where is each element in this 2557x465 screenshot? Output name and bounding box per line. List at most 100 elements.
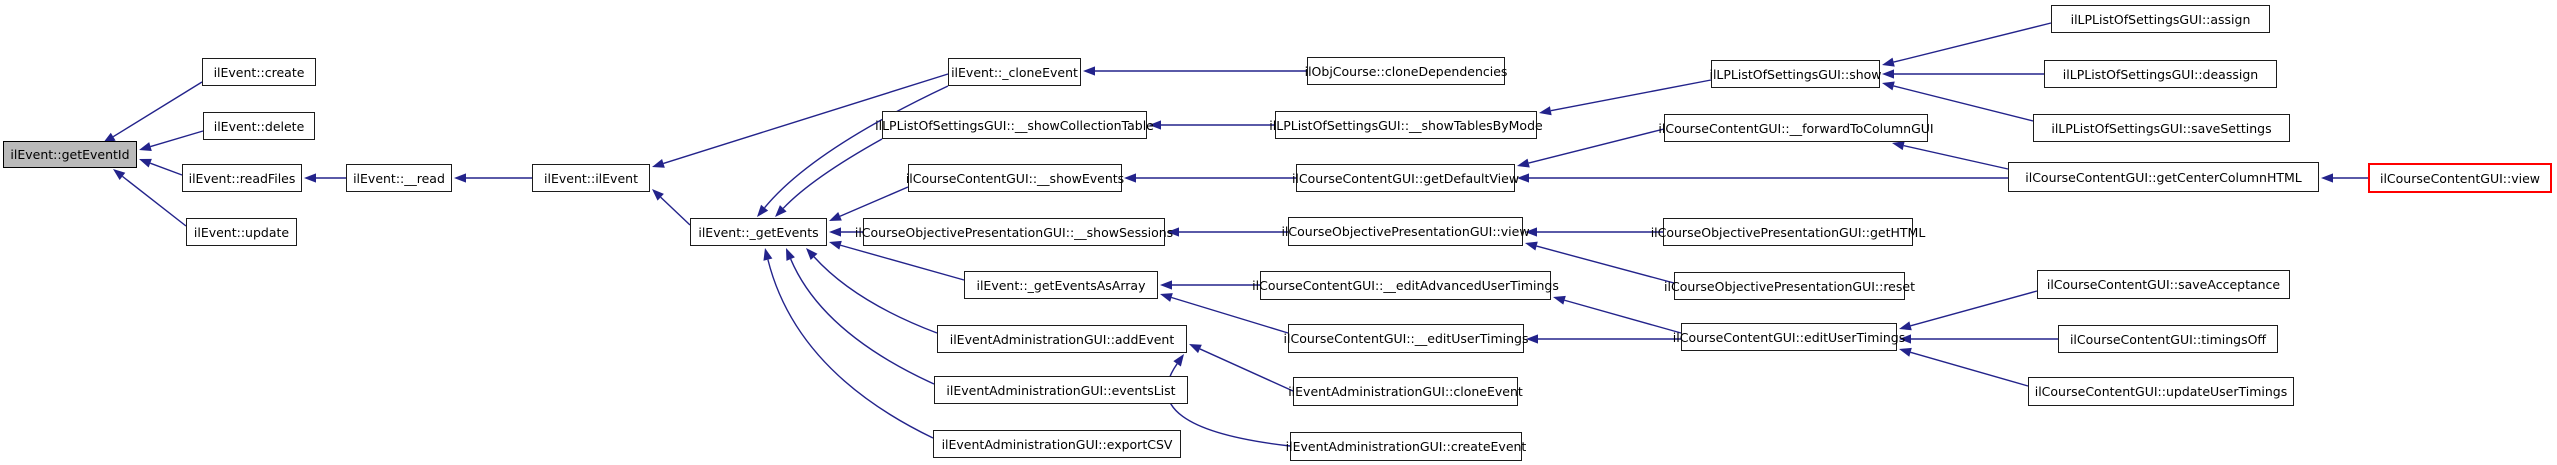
graph-node-editUserTimings[interactable]: ilCourseContentGUI::editUserTimings	[1673, 323, 1905, 351]
graph-node-getCenterColumnHTML[interactable]: ilCourseContentGUI::getCenterColumnHTML	[2008, 162, 2319, 192]
graph-node-addEvent[interactable]: ilEventAdministrationGUI::addEvent	[937, 325, 1187, 353]
graph-node-update[interactable]: ilEvent::update	[186, 218, 297, 246]
graph-edge-updateUserTimings--editUserTimings	[1910, 351, 2029, 387]
graph-node-showTablesByMode[interactable]: ilLPListOfSettingsGUI::__showTablesByMod…	[1269, 111, 1543, 139]
graph-node-getEventsAsArray[interactable]: ilEvent::_getEventsAsArray	[964, 271, 1158, 299]
graph-node-exportCSV[interactable]: ilEventAdministrationGUI::exportCSV	[933, 430, 1181, 458]
graph-arrowhead-getDefaultView--showEvents	[1124, 173, 1136, 183]
graph-node-read[interactable]: ilEvent::__read	[346, 164, 452, 192]
graph-arrowhead-cloneDependencies--cloneEventStatic	[1083, 66, 1095, 76]
graph-arrowhead-showSessions--getEvents	[829, 227, 841, 237]
graph-arrowhead-objectiveView--showSessions	[1167, 227, 1179, 237]
graph-arrowhead-showEvents--getEvents	[829, 212, 842, 221]
graph-arrowhead-editUserTimings--editAdvancedUserTimings	[1553, 295, 1566, 305]
graph-node-showEvents[interactable]: ilCourseContentGUI::__showEvents	[906, 164, 1124, 192]
graph-node-timingsOff[interactable]: ilCourseContentGUI::timingsOff	[2058, 325, 2278, 353]
graph-arrowhead-delete--getEventId	[139, 142, 152, 151]
graph-arrowhead-editUserTimings--editUserTimingsPrivate	[1526, 334, 1538, 344]
graph-arrowhead-lpAssign--lpShow	[1882, 57, 1895, 67]
graph-edge-lpSaveSettings--lpShow	[1893, 85, 2034, 122]
graph-arrowhead-lpShow--showTablesByMode	[1539, 106, 1552, 116]
graph-node-lpDeassign[interactable]: ilLPListOfSettingsGUI::deassign	[2044, 60, 2277, 88]
graph-arrowhead-objectiveReset--objectiveView	[1525, 241, 1538, 251]
graph-arrowhead-getEventsAsArray--getEvents	[829, 240, 842, 250]
graph-node-getEvents[interactable]: ilEvent::_getEvents	[690, 218, 827, 246]
graph-node-adminCloneEvent[interactable]: ilEventAdministrationGUI::cloneEvent	[1288, 377, 1523, 406]
graph-node-readFiles[interactable]: ilEvent::readFiles	[182, 164, 302, 192]
graph-arrowhead-forwardToColumnGUI--getDefaultView	[1517, 158, 1530, 168]
graph-edge-adminCloneEvent--addEvent	[1199, 348, 1294, 392]
graph-node-objectiveView[interactable]: ilCourseObjectivePresentationGUI::view	[1281, 217, 1530, 246]
graph-arrowhead-cloneEventStatic--getEvents	[757, 204, 769, 217]
graph-arrowhead-getEvents--ilEvent	[652, 189, 664, 201]
graph-arrowhead-lpDeassign--lpShow	[1882, 69, 1894, 79]
graph-edge-showEvents--getEvents	[839, 186, 909, 217]
graph-node-cloneEventStatic[interactable]: ilEvent::_cloneEvent	[948, 58, 1081, 86]
graph-node-delete[interactable]: ilEvent::delete	[203, 112, 315, 140]
graph-arrowhead-editUserTimingsPrivate--getEventsAsArray	[1160, 293, 1173, 302]
graph-node-adminCreateEvent[interactable]: ilEventAdministrationGUI::createEvent	[1286, 432, 1526, 461]
graph-edge-cloneEventStatic--ilEvent	[663, 73, 949, 165]
graph-node-editUserTimingsPrivate[interactable]: ilCourseContentGUI::__editUserTimings	[1284, 324, 1529, 353]
graph-arrowhead-read--readFiles	[304, 173, 316, 183]
graph-edge-addEvent--getEvents	[813, 256, 938, 334]
graph-node-courseContentView[interactable]: ilCourseContentGUI::view	[2368, 163, 2552, 193]
graph-node-objectiveGetHTML[interactable]: ilCourseObjectivePresentationGUI::getHTM…	[1651, 218, 1925, 246]
graph-edge-update--getEventId	[122, 175, 187, 227]
graph-arrowhead-getCenterColumnHTML--forwardToColumnGUI	[1892, 141, 1905, 151]
graph-edge-lpAssign--lpShow	[1893, 22, 2052, 63]
graph-edge-readFiles--getEventId	[150, 162, 183, 176]
graph-node-eventsList[interactable]: ilEventAdministrationGUI::eventsList	[934, 376, 1188, 404]
graph-node-editAdvancedUserTimings[interactable]: ilCourseContentGUI::__editAdvancedUserTi…	[1252, 271, 1559, 300]
graph-edge-getEventsAsArray--getEvents	[840, 244, 965, 281]
graph-node-objectiveReset[interactable]: ilCourseObjectivePresentationGUI::reset	[1664, 272, 1915, 300]
graph-arrowhead-addEvent--getEvents	[806, 248, 818, 260]
graph-node-ilEvent[interactable]: ilEvent::ilEvent	[532, 164, 650, 192]
graph-node-saveAcceptance[interactable]: ilCourseContentGUI::saveAcceptance	[2037, 270, 2290, 299]
graph-arrowhead-timingsOff--editUserTimings	[1899, 334, 1911, 344]
graph-node-cloneDependencies[interactable]: ilObjCourse::cloneDependencies	[1305, 57, 1507, 85]
graph-arrowhead-lpSaveSettings--lpShow	[1882, 81, 1895, 91]
graph-arrowhead-create--getEventId	[103, 132, 116, 143]
graph-edge-delete--getEventId	[150, 130, 204, 148]
graph-edge-objectiveReset--objectiveView	[1536, 245, 1675, 284]
graph-edge-showCollectionTable--getEvents	[782, 138, 883, 209]
graph-arrowhead-showCollectionTable--getEvents	[775, 205, 787, 217]
graph-node-forwardToColumnGUI[interactable]: ilCourseContentGUI::__forwardToColumnGUI	[1658, 114, 1934, 142]
graph-edge-eventsList--getEvents	[790, 258, 935, 385]
graph-arrowhead-cloneEventStatic--ilEvent	[652, 159, 665, 168]
graph-edge-cloneEventStatic--getEvents	[764, 85, 949, 209]
graph-arrowhead-readFiles--getEventId	[139, 158, 152, 168]
graph-arrowhead-editAdvancedUserTimings--getEventsAsArray	[1160, 280, 1172, 290]
graph-edge-lpShow--showTablesByMode	[1550, 79, 1712, 112]
graph-edge-forwardToColumnGUI--getDefaultView	[1528, 128, 1665, 164]
graph-arrowhead-adminCloneEvent--addEvent	[1189, 344, 1202, 354]
graph-node-showCollectionTable[interactable]: ilLPListOfSettingsGUI::__showCollectionT…	[875, 111, 1154, 139]
graph-arrowhead-updateUserTimings--editUserTimings	[1899, 347, 1912, 357]
graph-node-lpAssign[interactable]: ilLPListOfSettingsGUI::assign	[2051, 5, 2270, 33]
graph-arrowhead-saveAcceptance--editUserTimings	[1899, 321, 1912, 331]
graph-edge-editUserTimings--editAdvancedUserTimings	[1564, 299, 1682, 334]
graph-node-getEventId: ilEvent::getEventId	[3, 141, 137, 168]
graph-arrowhead-adminCreateEvent--addEvent	[1173, 354, 1184, 367]
graph-edge-getCenterColumnHTML--forwardToColumnGUI	[1903, 144, 2009, 170]
graph-node-getDefaultView[interactable]: ilCourseContentGUI::getDefaultView	[1292, 164, 1519, 192]
graph-node-create[interactable]: ilEvent::create	[202, 58, 316, 86]
graph-edge-saveAcceptance--editUserTimings	[1910, 290, 2038, 327]
graph-edge-editUserTimingsPrivate--getEventsAsArray	[1171, 296, 1289, 334]
graph-node-lpSaveSettings[interactable]: ilLPListOfSettingsGUI::saveSettings	[2033, 114, 2290, 142]
graph-edge-exportCSV--getEvents	[767, 259, 934, 439]
graph-node-updateUserTimings[interactable]: ilCourseContentGUI::updateUserTimings	[2028, 377, 2294, 406]
graph-arrowhead-showTablesByMode--showCollectionTable	[1149, 120, 1161, 130]
graph-arrowhead-update--getEventId	[113, 169, 126, 181]
graph-arrowhead-objectiveGetHTML--objectiveView	[1525, 227, 1537, 237]
graph-arrowhead-courseContentView--getCenterColumnHTML	[2321, 173, 2333, 183]
graph-edge-create--getEventId	[112, 81, 203, 138]
graph-node-lpShow[interactable]: ilLPListOfSettingsGUI::show	[1709, 60, 1882, 88]
graph-arrowhead-exportCSV--getEvents	[763, 248, 773, 261]
graph-node-showSessions[interactable]: ilCourseObjectivePresentationGUI::__show…	[855, 218, 1173, 246]
graph-arrowhead-getCenterColumnHTML--getDefaultView	[1517, 173, 1529, 183]
graph-arrowhead-ilEvent--read	[454, 173, 466, 183]
